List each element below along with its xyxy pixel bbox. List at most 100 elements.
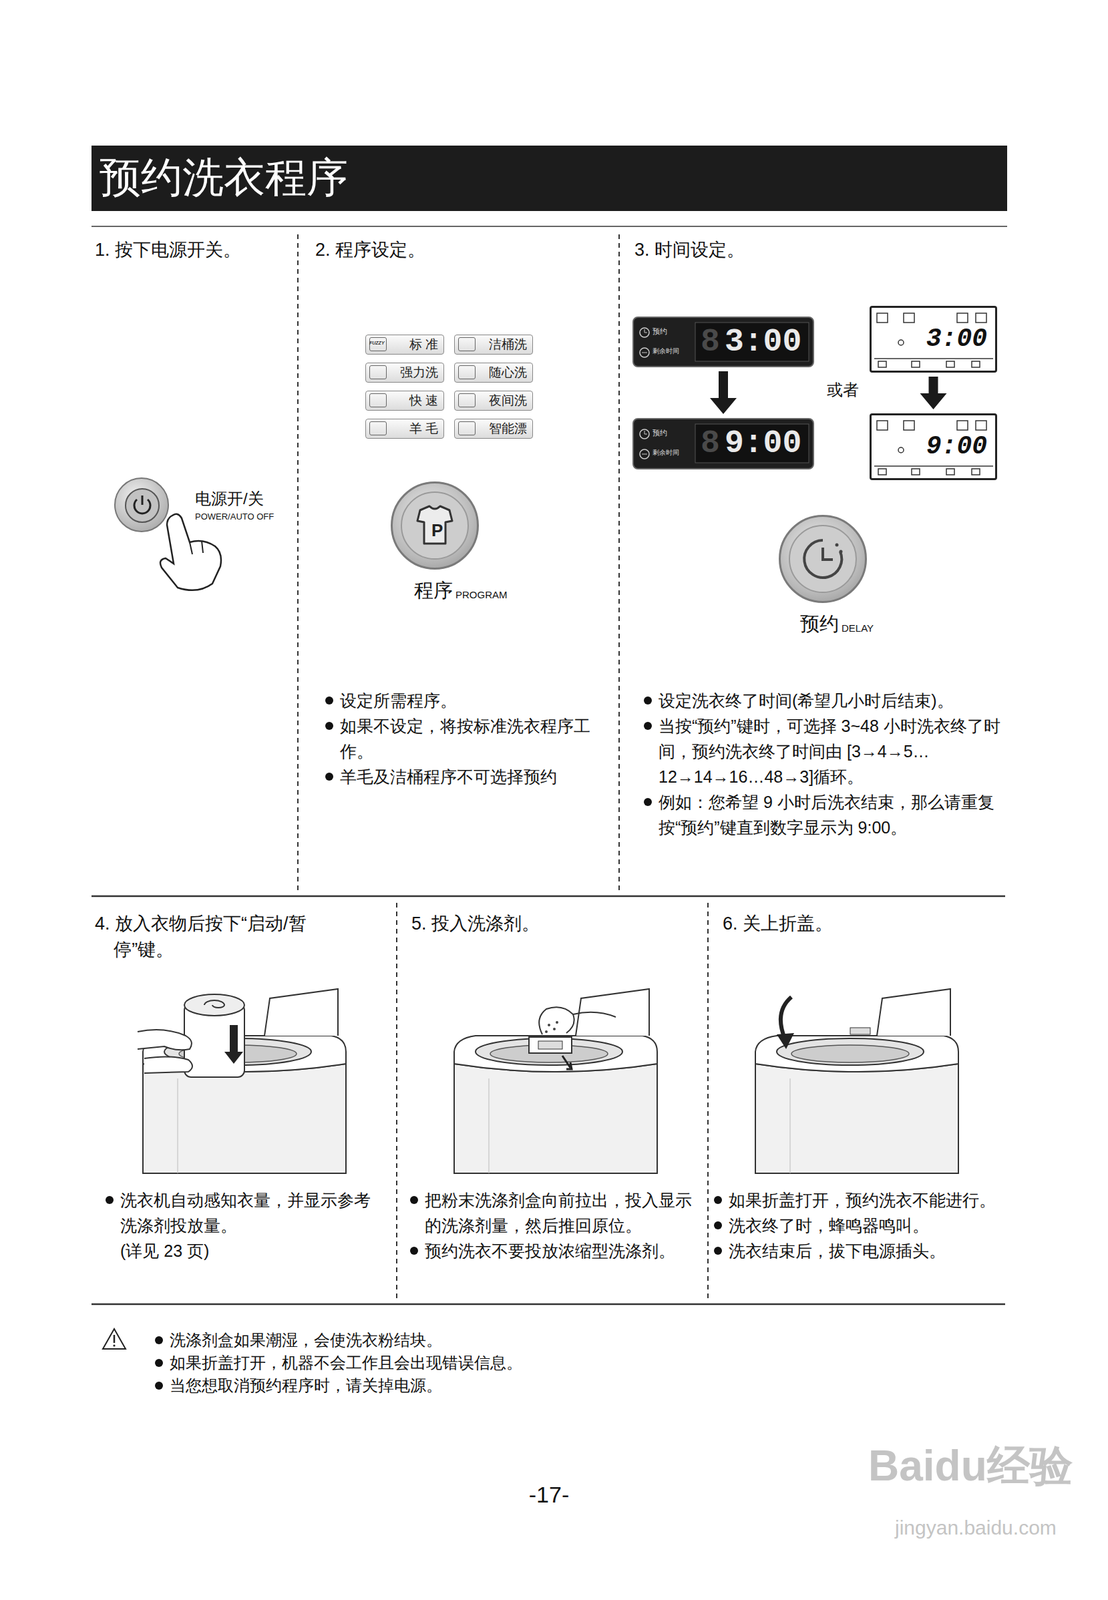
bullet-dot — [643, 696, 652, 705]
display-caption: 剩余时间 — [652, 448, 680, 457]
lcd-display: 9:00 — [869, 413, 998, 481]
bullet-text: 洗衣机自动感知衣量，并显示参考洗涤剂投放量。 — [120, 1187, 385, 1239]
bullet-text: 洗涤剂盒如果潮湿，会使洗衣粉结块。 — [169, 1329, 905, 1352]
delay-button: 预约DELAY — [778, 514, 867, 604]
led-display: 预约剩余时间 89:00 — [632, 418, 815, 470]
program-icon — [458, 337, 476, 352]
bullet-text: 把粉末洗涤剂盒向前拉出，投入显示的洗涤剂量，然后推回原位。 — [424, 1187, 706, 1239]
washer-detergent — [454, 989, 658, 1174]
label-text: 3. 时间设定。 — [634, 237, 996, 264]
label-text: Baidu经验 — [868, 1442, 1096, 1490]
button-caption-en: DELAY — [841, 622, 874, 634]
button-sublabel: POWER/AUTO OFF — [195, 512, 274, 523]
program-icon — [369, 393, 387, 408]
power-button: 电源开/关POWER/AUTO OFF — [114, 477, 169, 533]
label-text: (详见 23 页) — [120, 1238, 385, 1264]
label-text: -17- — [482, 1481, 616, 1509]
label-text: 或者 — [826, 379, 881, 401]
display-digits: 9:00 — [926, 434, 988, 460]
bullet-dot — [643, 721, 652, 730]
button-caption: 预约 — [800, 613, 839, 636]
icon-text: FUZZY — [369, 340, 385, 346]
program-name: 智能漂 — [488, 421, 527, 437]
washer-load — [137, 989, 346, 1174]
button-label: 电源开/关 — [195, 489, 264, 509]
bullet-text: 当按“预约”键时，可选择 3~48 小时洗衣终了时间，预约洗衣终了时间由 [3→… — [658, 713, 1003, 790]
bullet-text: 洗衣结束后，拔下电源插头。 — [728, 1238, 1002, 1264]
label-text: 5. 投入洗涤剂。 — [411, 910, 692, 938]
bullet-text: 如果折盖打开，预约洗衣不能进行。 — [728, 1187, 1002, 1213]
washer-lid — [755, 989, 959, 1174]
label-text: jingyan.baidu.com — [894, 1516, 1096, 1541]
bullet-dot — [154, 1336, 163, 1345]
bullet-text: 洗衣终了时，蜂鸣器鸣叫。 — [728, 1212, 1002, 1239]
bullet-text: 设定所需程序。 — [339, 687, 608, 714]
display-caption: 预约 — [652, 327, 668, 336]
bullet-text: 预约洗衣不要投放浓缩型洗涤剂。 — [424, 1238, 706, 1264]
hand — [160, 514, 222, 591]
program-name: 标 准 — [409, 337, 439, 352]
program-name: 夜间洗 — [488, 393, 527, 409]
program-icon — [458, 393, 476, 408]
program-icon — [458, 365, 476, 380]
program-icon — [369, 421, 387, 436]
display-digit-dim: 8 — [700, 325, 720, 358]
program-name: 快 速 — [409, 393, 439, 409]
title: 预约洗衣程序 — [99, 154, 348, 201]
bullet-dot — [154, 1381, 163, 1390]
bullet-text: 羊毛及洁桶程序不可选择预约 — [339, 764, 608, 790]
display-caption: 预约 — [652, 428, 668, 438]
bullet-text: 设定洗衣终了时间(希望几小时后结束)。 — [658, 687, 1003, 714]
program-icon — [458, 421, 476, 436]
label-text: 2. 程序设定。 — [315, 237, 610, 264]
display-digits: 3:00 — [724, 325, 802, 358]
label-text: 4. 放入衣物后按下“启动/暂停”键。 — [94, 910, 354, 964]
icon — [780, 516, 865, 602]
arrow-shape — [920, 376, 948, 410]
icon — [115, 478, 168, 531]
bullet-text: 如果不设定，将按标准洗衣程序工作。 — [339, 713, 608, 765]
bullet-dot — [325, 772, 334, 781]
bullet-dot — [325, 696, 334, 705]
bullet-dot — [713, 1221, 722, 1230]
icon-letter: P — [431, 520, 443, 541]
display-digit-dim: 8 — [700, 427, 720, 460]
bullet-text: 当您想取消预约程序时，请关掉电源。 — [169, 1374, 905, 1398]
title-band: 预约洗衣程序 — [91, 145, 1008, 212]
program-button: 智能漂 — [454, 418, 533, 439]
bullet-dot — [713, 1246, 722, 1255]
program-name: 强力洗 — [400, 365, 439, 381]
bullet-dot — [325, 721, 334, 730]
display-caption: 剩余时间 — [652, 347, 680, 356]
bullet-dot — [643, 798, 652, 807]
warning-icon — [102, 1329, 126, 1350]
bullet-text: 如果折盖打开，机器不会工作且会出现错误信息。 — [169, 1351, 905, 1375]
label-text: 6. 关上折盖。 — [722, 910, 990, 938]
display-digits: 3:00 — [926, 326, 988, 352]
program-icon — [369, 365, 387, 380]
lcd-display: 3:00 — [869, 305, 998, 373]
bullet-dot — [410, 1246, 419, 1255]
label-text: 1. 按下电源开关。 — [94, 237, 296, 264]
connector-arrow — [709, 371, 737, 415]
program-button: 洁桶洗 — [454, 334, 533, 355]
button-caption-en: PROGRAM — [455, 589, 508, 601]
program-button: 随心洗 — [454, 362, 533, 383]
bullet-dot — [410, 1196, 419, 1205]
program-button: 快 速 — [365, 390, 445, 411]
program-name: 羊 毛 — [409, 421, 439, 437]
led-display: 预约剩余时间 83:00 — [632, 316, 815, 368]
display-digits: 9:00 — [724, 427, 802, 460]
arrow-shape — [709, 371, 737, 415]
program-name: 洁桶洗 — [488, 337, 527, 352]
button-caption: 程序 — [414, 579, 453, 602]
rules — [91, 226, 1008, 1305]
program-dial: P程序PROGRAM — [390, 481, 479, 570]
program-button: 夜间洗 — [454, 390, 533, 411]
program-name: 随心洗 — [488, 365, 527, 381]
program-button: FUZZY 标 准 — [365, 334, 445, 355]
bullet-dot — [154, 1359, 163, 1368]
bullet-text: 例如：您希望 9 小时后洗衣结束，那么请重复按“预约”键直到数字显示为 9:00… — [658, 789, 1003, 841]
connector-arrow — [920, 376, 948, 410]
program-button: 羊 毛 — [365, 418, 445, 439]
